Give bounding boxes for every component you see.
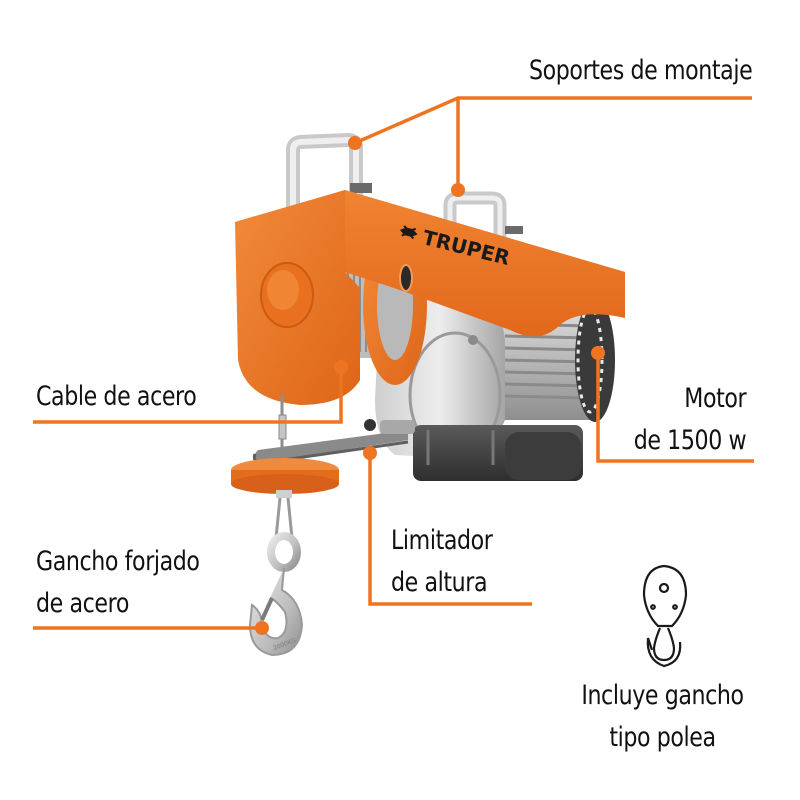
callout-limitador-line2: de altura (391, 567, 488, 598)
callout-gancho-line2: de acero (36, 588, 129, 619)
callout-dots (255, 136, 605, 635)
leader-soportes (354, 96, 752, 145)
orange-frame (235, 190, 625, 405)
dot-gancho (255, 621, 269, 635)
callout-limitador: Limitador de altura (391, 520, 493, 604)
limit-weight-disc (231, 458, 339, 498)
feature-badge-line1: Incluye gancho (581, 680, 744, 711)
feature-badge-line2: tipo polea (609, 722, 716, 753)
callout-soportes-text: Soportes de montaje (528, 55, 753, 86)
mounting-bracket-rear (443, 191, 523, 238)
steel-cable (278, 395, 287, 455)
leader-limitador (368, 453, 532, 606)
dot-soportes-front (348, 136, 362, 150)
callout-gancho-line1: Gancho forjado (36, 546, 200, 577)
dot-cable (334, 360, 348, 374)
dot-limitador (363, 446, 377, 460)
callout-motor-line1: Motor (684, 383, 746, 414)
dot-soportes-rear (451, 183, 465, 197)
feature-badge: Incluye gancho tipo polea (566, 675, 759, 759)
callout-motor-line2: de 1500 w (633, 425, 746, 456)
callout-limitador-line1: Limitador (391, 525, 493, 556)
dot-motor (591, 346, 605, 360)
pulley-hook-icon (642, 564, 688, 668)
callout-soportes: Soportes de montaje (528, 52, 753, 90)
callout-cable-text: Cable de acero (36, 381, 197, 412)
callout-gancho: Gancho forjado de acero (36, 541, 200, 625)
leader-motor (596, 353, 754, 463)
callout-cable: Cable de acero (36, 378, 197, 416)
switch-box (413, 425, 583, 481)
callout-motor: Motor de 1500 w (633, 378, 746, 462)
callout-lines (33, 96, 754, 630)
leader-cable (33, 367, 343, 424)
height-limiter-rod (252, 419, 415, 465)
